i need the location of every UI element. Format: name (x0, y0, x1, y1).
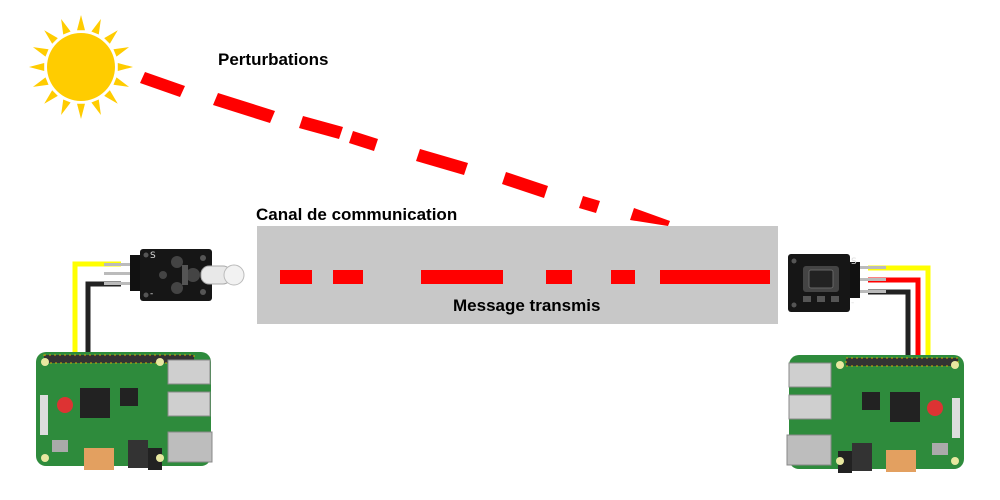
emitter-wires (72, 261, 121, 355)
sun-ray (44, 30, 58, 44)
perturbation-signal (140, 72, 670, 226)
sun-ray (104, 90, 118, 104)
sun-ray (113, 47, 130, 57)
emitter-pin-s-label: S (150, 251, 156, 261)
sun-icon (29, 15, 133, 119)
ir-led-emitter-module: S - (104, 249, 245, 301)
receiver-pin-s-label: S (851, 257, 857, 267)
sun-ray (29, 63, 45, 71)
sun-ray (77, 15, 85, 31)
sun-ray (104, 30, 118, 44)
receiver-wires (868, 265, 931, 357)
sun-ray (32, 47, 49, 57)
sun-ray (44, 90, 58, 104)
sun-ray (113, 77, 130, 87)
ir-receiver-module: S - (788, 254, 886, 312)
message-label: Message transmis (453, 296, 601, 315)
sun-ray (91, 99, 101, 116)
transmitted-message-signal (280, 270, 770, 284)
sun-ray (61, 99, 71, 116)
emitter-pin-gnd-label: - (150, 289, 153, 299)
perturbations-label: Perturbations (218, 50, 329, 69)
raspberry-pi-board-left (36, 352, 213, 470)
raspberry-pi-board-right (786, 355, 964, 473)
receiver-pin-gnd-label: - (851, 298, 854, 308)
sun-ray (61, 18, 71, 35)
sun-ray (77, 103, 85, 119)
channel-label: Canal de communication (256, 205, 458, 224)
sun-ray (117, 63, 133, 71)
sun-ray (32, 77, 49, 87)
sun-ray (91, 18, 101, 35)
